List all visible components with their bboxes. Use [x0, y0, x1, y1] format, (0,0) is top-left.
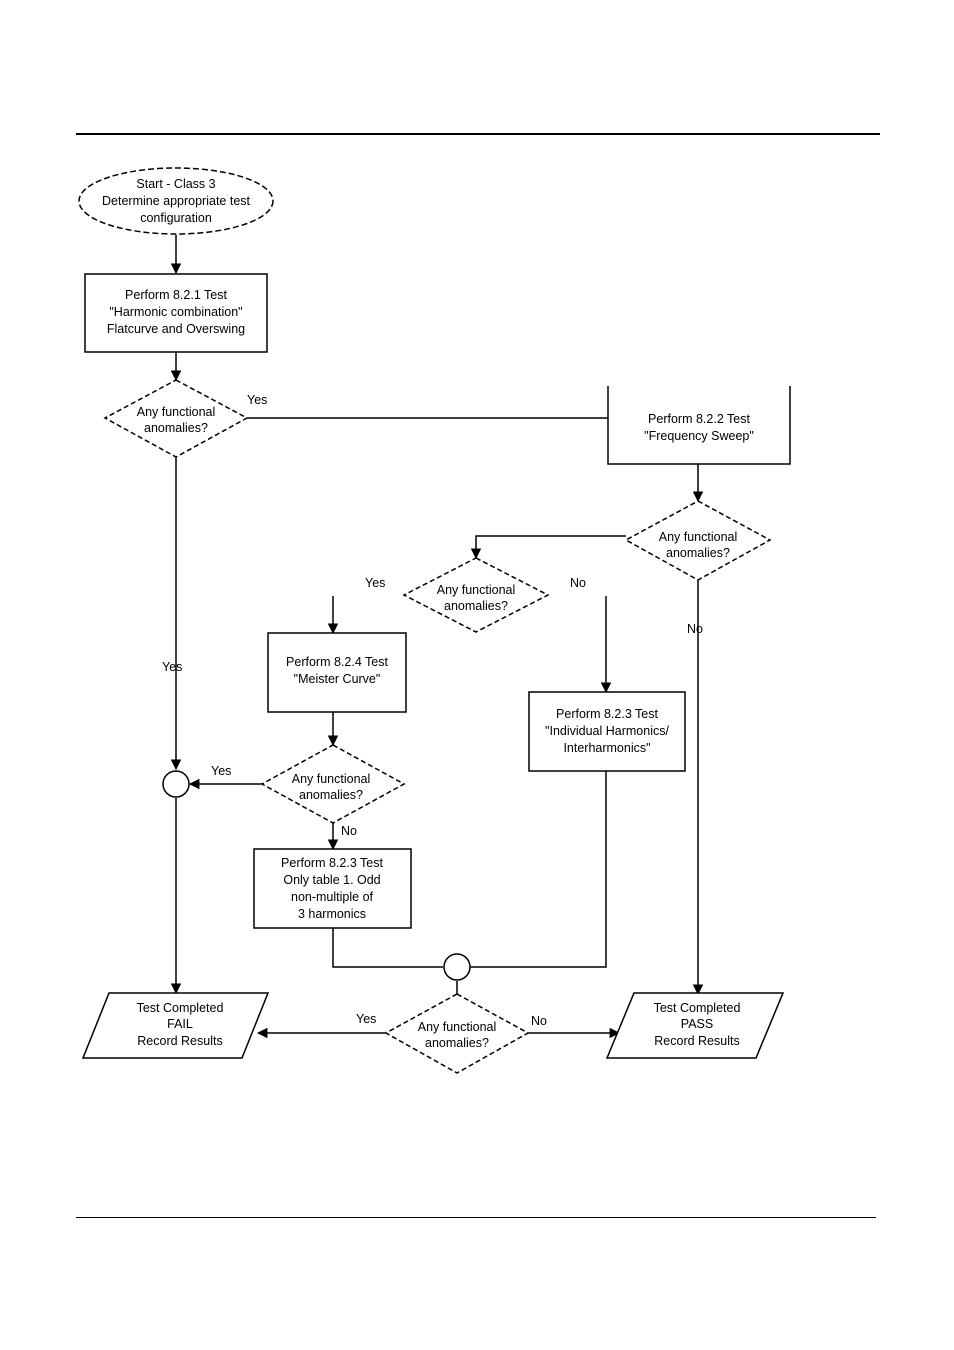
decision-4-yes-label: Yes	[211, 764, 231, 778]
decision-3-line-2: anomalies?	[444, 599, 508, 613]
process-8-2-1-line-1: Perform 8.2.1 Test	[125, 288, 227, 302]
pass-result-line-1: Test Completed	[654, 1001, 741, 1015]
decision-3: Any functional anomalies?	[402, 557, 550, 633]
decision-2: Any functional anomalies?	[624, 500, 772, 581]
pass-result-line-3: Record Results	[654, 1034, 739, 1048]
process-8-2-3-odd-line-3: non-multiple of	[291, 890, 374, 904]
decision-1-yes-down-label: Yes	[162, 660, 182, 674]
decision-4-line-1: Any functional	[292, 772, 371, 786]
connector-left	[162, 770, 190, 798]
decision-5-yes-label: Yes	[356, 1012, 376, 1026]
decision-4: Any functional anomalies?	[260, 744, 406, 824]
decision-5: Any functional anomalies?	[384, 993, 530, 1074]
decision-1-yes-label: Yes	[247, 393, 267, 407]
process-8-2-1-line-2: "Harmonic combination"	[109, 305, 242, 319]
fail-result-node: Test Completed FAIL Record Results	[81, 992, 270, 1059]
decision-2-line-1: Any functional	[659, 530, 738, 544]
header-rule	[76, 133, 880, 135]
process-8-2-3-line-1: Perform 8.2.3 Test	[556, 707, 658, 721]
process-8-2-1-line-3: Flatcurve and Overswing	[107, 322, 245, 336]
process-8-2-1: Perform 8.2.1 Test "Harmonic combination…	[84, 273, 268, 353]
pass-result-node: Test Completed PASS Record Results	[605, 992, 785, 1059]
edge-decision2-to-decision3	[470, 535, 626, 560]
decision-1: Any functional anomalies?	[103, 379, 249, 458]
fail-result-line-1: Test Completed	[137, 1001, 224, 1015]
decision-5-no-label: No	[531, 1014, 547, 1028]
fail-result-line-3: Record Results	[137, 1034, 222, 1048]
process-8-2-3-odd-line-1: Perform 8.2.3 Test	[281, 856, 383, 870]
decision-3-no-label: No	[570, 576, 586, 590]
start-line-1: Start - Class 3	[136, 177, 215, 191]
decision-3-line-1: Any functional	[437, 583, 516, 597]
start-line-3: configuration	[140, 211, 212, 225]
process-8-2-3-line-2: "Individual Harmonics/	[545, 724, 669, 738]
decision-4-no-label: No	[341, 824, 357, 838]
decision-3-yes-label: Yes	[365, 576, 385, 590]
process-8-2-4-line-1: Perform 8.2.4 Test	[286, 655, 388, 669]
footer-rule	[76, 1217, 876, 1218]
start-node: Start - Class 3 Determine appropriate te…	[78, 167, 274, 235]
connector-bottom	[443, 953, 471, 981]
process-8-2-2: Perform 8.2.2 Test "Frequency Sweep"	[607, 386, 791, 465]
decision-5-line-1: Any functional	[418, 1020, 497, 1034]
process-8-2-3-odd-line-4: 3 harmonics	[298, 907, 366, 921]
decision-5-line-2: anomalies?	[425, 1036, 489, 1050]
decision-4-line-2: anomalies?	[299, 788, 363, 802]
edge-823-to-connector2	[470, 771, 607, 968]
decision-1-line-2: anomalies?	[144, 421, 208, 435]
process-8-2-4-line-2: "Meister Curve"	[294, 672, 381, 686]
process-8-2-4: Perform 8.2.4 Test "Meister Curve"	[267, 632, 407, 713]
edge-823odd-to-connector2	[332, 928, 443, 968]
decision-2-no-label: No	[687, 622, 703, 636]
process-8-2-3-odd-line-2: Only table 1. Odd	[283, 873, 380, 887]
start-line-2: Determine appropriate test	[102, 194, 251, 208]
decision-1-line-1: Any functional	[137, 405, 216, 419]
process-8-2-3-odd: Perform 8.2.3 Test Only table 1. Odd non…	[253, 848, 412, 929]
process-8-2-2-line-2: "Frequency Sweep"	[644, 429, 754, 443]
decision-2-line-2: anomalies?	[666, 546, 730, 560]
fail-result-line-2: FAIL	[167, 1017, 193, 1031]
pass-result-line-2: PASS	[681, 1017, 713, 1031]
process-8-2-3: Perform 8.2.3 Test "Individual Harmonics…	[528, 691, 686, 772]
process-8-2-2-line-1: Perform 8.2.2 Test	[648, 412, 750, 426]
process-8-2-3-line-3: Interharmonics"	[563, 741, 650, 755]
